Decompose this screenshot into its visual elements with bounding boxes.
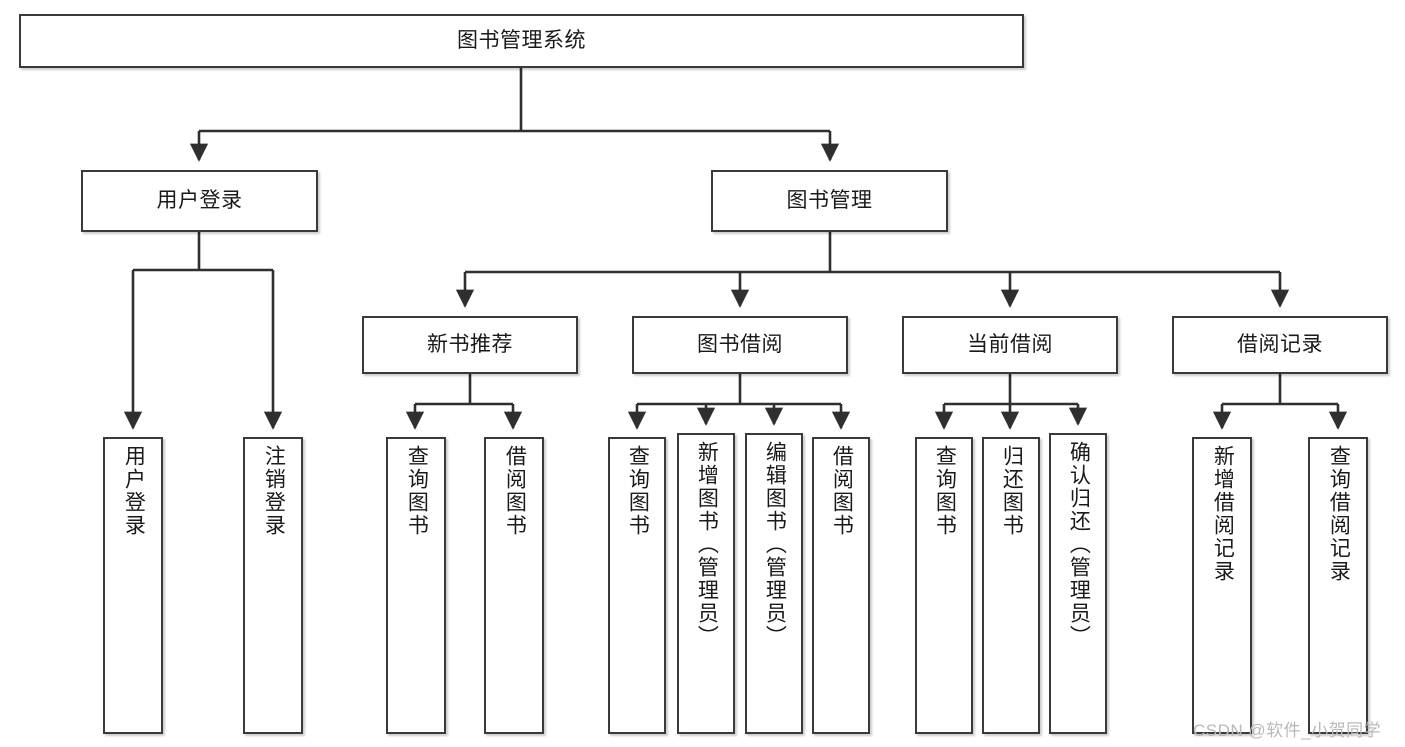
node-root[interactable]: 图书管理系统 xyxy=(19,14,1024,68)
node-leaf-return-book-label: 归还图书 xyxy=(1000,445,1024,537)
node-leaf-borrow-book-1[interactable]: 借阅图书 xyxy=(484,437,544,734)
node-new-book-recommend-label: 新书推荐 xyxy=(427,332,513,356)
node-root-label: 图书管理系统 xyxy=(457,28,586,52)
node-leaf-add-book[interactable]: 新增图书（管理员） xyxy=(677,433,735,734)
node-leaf-confirm-return[interactable]: 确认归还（管理员） xyxy=(1049,433,1107,734)
node-book-manage[interactable]: 图书管理 xyxy=(711,170,948,232)
node-leaf-user-login[interactable]: 用户登录 xyxy=(103,437,163,734)
node-leaf-query-borrow-record-label: 查询借阅记录 xyxy=(1327,445,1351,583)
node-leaf-add-book-label: 新增图书（管理员） xyxy=(695,441,719,648)
node-new-book-recommend[interactable]: 新书推荐 xyxy=(362,316,578,374)
node-leaf-query-book-2[interactable]: 查询图书 xyxy=(608,437,666,734)
node-leaf-add-borrow-record-label: 新增借阅记录 xyxy=(1211,445,1235,583)
node-leaf-edit-book[interactable]: 编辑图书（管理员） xyxy=(745,433,803,734)
node-leaf-return-book[interactable]: 归还图书 xyxy=(982,437,1040,734)
node-leaf-logout-login-label: 注销登录 xyxy=(262,445,286,537)
node-leaf-user-login-label: 用户登录 xyxy=(122,445,146,537)
node-leaf-borrow-book-1-label: 借阅图书 xyxy=(503,445,527,537)
node-leaf-query-book-3[interactable]: 查询图书 xyxy=(915,437,973,734)
node-user-login[interactable]: 用户登录 xyxy=(81,170,318,232)
node-leaf-confirm-return-label: 确认归还（管理员） xyxy=(1067,441,1091,648)
node-borrow-record-label: 借阅记录 xyxy=(1237,332,1323,356)
node-borrow-record[interactable]: 借阅记录 xyxy=(1172,316,1388,374)
node-current-borrow-label: 当前借阅 xyxy=(967,332,1053,356)
csdn-watermark: CSDN @软件_小贺同学 xyxy=(1193,721,1382,740)
node-leaf-edit-book-label: 编辑图书（管理员） xyxy=(763,441,787,648)
node-current-borrow[interactable]: 当前借阅 xyxy=(902,316,1118,374)
node-leaf-query-book-1[interactable]: 查询图书 xyxy=(386,437,446,734)
node-leaf-logout-login[interactable]: 注销登录 xyxy=(243,437,303,734)
node-book-manage-label: 图书管理 xyxy=(786,188,873,212)
node-leaf-query-book-3-label: 查询图书 xyxy=(933,445,957,537)
node-leaf-borrow-book-2-label: 借阅图书 xyxy=(830,445,854,537)
node-leaf-borrow-book-2[interactable]: 借阅图书 xyxy=(812,437,870,734)
node-user-login-label: 用户登录 xyxy=(156,188,243,212)
node-book-borrow[interactable]: 图书借阅 xyxy=(632,316,848,374)
node-leaf-query-book-2-label: 查询图书 xyxy=(626,445,650,537)
node-book-borrow-label: 图书借阅 xyxy=(697,332,783,356)
node-leaf-query-borrow-record[interactable]: 查询借阅记录 xyxy=(1308,437,1368,734)
node-leaf-add-borrow-record[interactable]: 新增借阅记录 xyxy=(1192,437,1252,734)
node-leaf-query-book-1-label: 查询图书 xyxy=(405,445,429,537)
